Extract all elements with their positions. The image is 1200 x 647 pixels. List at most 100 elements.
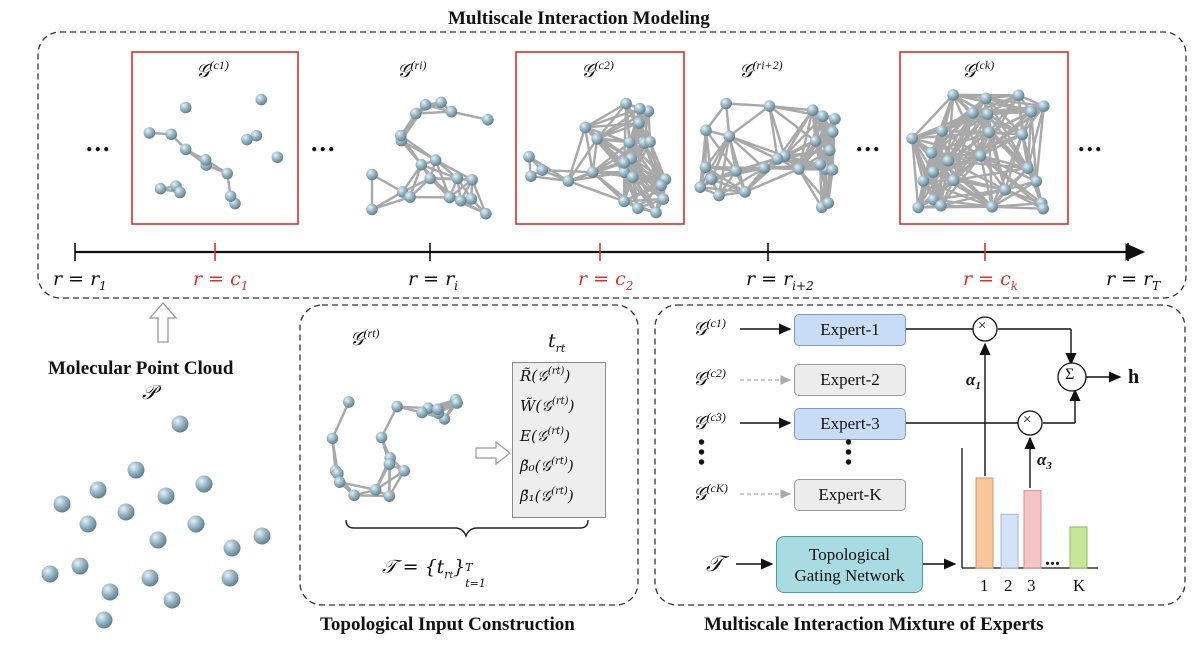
graph-edge [980, 154, 1029, 170]
title-moe: Multiscale Interaction Mixture of Expert… [704, 614, 1044, 635]
graph-atom [432, 403, 444, 416]
cloud-atom [79, 515, 97, 533]
graph-edge [922, 179, 993, 208]
graph-atom [424, 172, 436, 185]
graph-atom [465, 193, 478, 205]
graph-edge [1035, 106, 1045, 182]
graph-atom [1016, 128, 1029, 141]
alpha-1: α1 [966, 370, 981, 392]
tick-label-3: r = ri [408, 268, 459, 293]
graph-edge [591, 171, 639, 210]
graph-atom [250, 129, 263, 142]
graph-edge [420, 163, 451, 199]
graph-atom [720, 97, 732, 110]
expert-input-2: 𝒢(c2) [693, 366, 726, 390]
graph-atom [241, 133, 253, 146]
graph-edge [704, 129, 737, 172]
graph-edge [768, 105, 786, 157]
expert-1-box[interactable]: Expert-1 [794, 314, 906, 346]
graph-label-ck: 𝒢(ck) [962, 58, 995, 82]
bar-label-2: 2 [1004, 576, 1013, 595]
graph-atom [435, 96, 447, 109]
multiply-symbol-1: × [978, 318, 987, 334]
feature-box [512, 362, 606, 518]
graph-atom [415, 158, 428, 171]
graph-rt [326, 393, 463, 502]
graph-edge [704, 166, 746, 193]
graph-atom [912, 201, 924, 214]
graph-atom [935, 199, 947, 212]
frame-moe [654, 304, 1186, 606]
graph-ri [366, 96, 494, 220]
graph-atom [536, 164, 549, 177]
graph-atom [224, 190, 237, 202]
graph-edge [583, 127, 594, 173]
graph-edge [797, 168, 830, 204]
title-point-cloud: Molecular Point Cloud [48, 358, 234, 379]
graph-atom [404, 191, 416, 203]
ellipsis-1: ... [86, 128, 112, 157]
graph-atom [333, 476, 346, 489]
graph-atom [419, 99, 432, 111]
graph-atom [366, 168, 378, 181]
output-h: h [1128, 366, 1140, 388]
expert-2-box[interactable]: Expert-2 [794, 364, 906, 396]
graph-atom [644, 136, 656, 148]
graph-edge [769, 104, 813, 112]
graph-edge [933, 188, 1006, 201]
graph-atom [443, 191, 456, 204]
graph-atom [650, 206, 662, 219]
gate-label-1: Topological [809, 544, 890, 564]
graph-atom [348, 489, 360, 502]
cloud-atom [53, 495, 71, 513]
graph-atom [634, 102, 646, 115]
graph-edge [940, 188, 1006, 207]
tick-label-6: r = ck [963, 268, 1019, 293]
graph-edge [585, 121, 640, 129]
graph-atom [705, 173, 718, 185]
graph-atom [369, 484, 382, 496]
topo-graph-label: 𝒢(rt) [350, 326, 380, 350]
cloud-atom [157, 487, 175, 505]
graph-atom [814, 158, 826, 171]
graph-edge [728, 105, 771, 138]
gating-network-box[interactable]: Topological Gating Network [776, 536, 923, 593]
graph-atom [416, 406, 428, 419]
highlight-box-ck [899, 51, 1069, 225]
graph-atom [179, 143, 192, 156]
graph-atom [947, 174, 960, 187]
graph-atom [623, 136, 636, 149]
graph-edge [992, 205, 1044, 210]
graph-atom [626, 171, 639, 183]
graph-atom [986, 200, 998, 213]
graph-atom [1012, 89, 1025, 102]
vertical-ellipsis-experts: ••• [845, 432, 855, 474]
sum-symbol: Σ [1065, 366, 1075, 383]
feature-2: W̃(𝒢(rt)) [520, 396, 575, 415]
graph-edge [630, 158, 658, 213]
graph-edge [591, 141, 631, 174]
frame-multiscale [37, 31, 1187, 299]
graph-edge [1021, 105, 1045, 136]
graph-atom [1037, 202, 1049, 215]
graph-edge [971, 112, 982, 157]
graph-atom [809, 135, 822, 147]
graph-atom [730, 165, 742, 177]
graph-edge [783, 115, 824, 157]
graph-edge [1021, 134, 1045, 210]
graph-atom [395, 129, 407, 142]
graph-atom [633, 117, 645, 129]
expert-3-box[interactable]: Expert-3 [794, 408, 906, 440]
expert-input-1: 𝒢(c1) [693, 316, 726, 340]
expert-input-4: 𝒢(cK) [693, 481, 728, 505]
tick-label-2: r = c1 [193, 268, 249, 293]
graph-edge [910, 138, 920, 208]
graph-atom [983, 126, 995, 138]
gating-bar-chart [961, 448, 1098, 569]
expert-k-box[interactable]: Expert-K [794, 479, 906, 511]
graph-edge [768, 105, 779, 160]
graph-atom [980, 92, 992, 105]
graph-atom [375, 431, 388, 444]
graph-atom [586, 166, 599, 178]
graph-edge [624, 197, 664, 203]
